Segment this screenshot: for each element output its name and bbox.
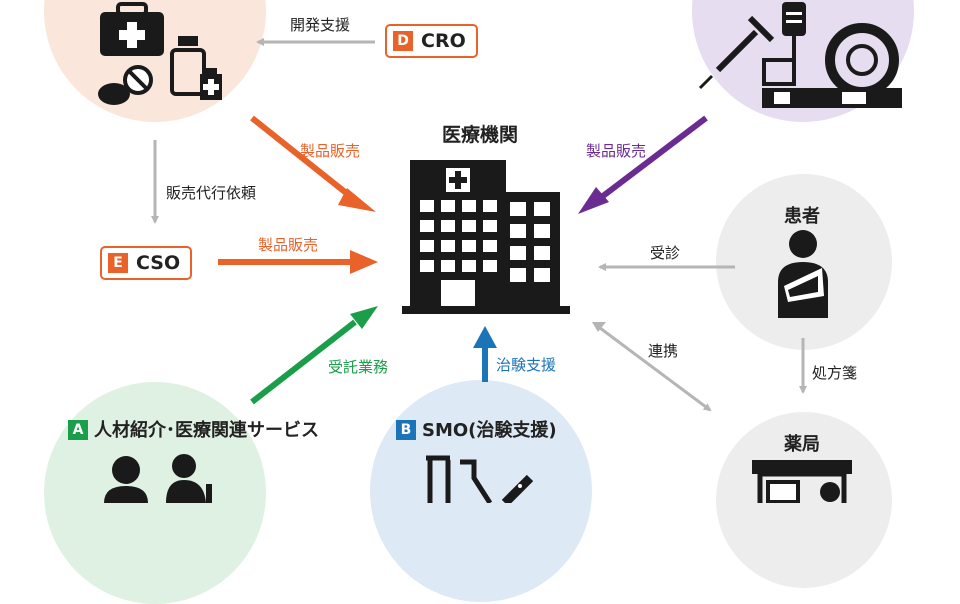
purple-arrow bbox=[578, 115, 708, 214]
blue-arrow bbox=[473, 326, 497, 382]
device-sales-arrowhead bbox=[578, 187, 609, 214]
hospital-building-icon bbox=[402, 160, 570, 314]
cso-sales-arrowhead bbox=[350, 250, 378, 274]
contract-arrowhead bbox=[350, 306, 378, 329]
gray-arrows bbox=[151, 38, 807, 412]
patient-circle bbox=[716, 174, 892, 350]
pharma-sales-label: 製品販売 bbox=[300, 142, 361, 160]
hr-service-title: A 人材紹介･医療関連サービス bbox=[68, 416, 319, 442]
caregiver-icon bbox=[104, 454, 212, 503]
medical-kit-icon bbox=[100, 2, 164, 56]
cro-box: D CRO bbox=[385, 24, 478, 58]
patient-title: 患者 bbox=[784, 206, 820, 227]
cro-label: CRO bbox=[421, 30, 466, 52]
hr-label: 人材紹介･医療関連サービス bbox=[94, 420, 319, 441]
cso-box: E CSO bbox=[100, 246, 193, 280]
cooperate-label: 連携 bbox=[648, 342, 679, 360]
cso-tag: E bbox=[108, 253, 128, 273]
contract-label: 受託業務 bbox=[328, 358, 389, 376]
hospital-title: 医療機関 bbox=[442, 124, 519, 146]
consult-label: 受診 bbox=[650, 244, 681, 262]
orange-arrows bbox=[218, 115, 378, 274]
pharmacy-title: 薬局 bbox=[784, 434, 820, 455]
iv-bag-icon bbox=[782, 2, 806, 66]
diagram-graphics bbox=[98, 2, 902, 503]
pill-icon bbox=[98, 65, 153, 105]
hospital-pharmacy-link-arrow bbox=[599, 326, 712, 412]
cso-sales-label: 製品販売 bbox=[258, 236, 319, 254]
pharmacy-store-icon bbox=[752, 460, 852, 503]
pharma-sales-arrowhead bbox=[338, 188, 376, 212]
smo-label: SMO(治験支援) bbox=[422, 420, 557, 441]
syringe-icon bbox=[698, 15, 775, 90]
trial-arrowhead bbox=[473, 326, 497, 348]
hospital-pharmacy-link-arrowhead-start bbox=[592, 322, 606, 332]
cso-label: CSO bbox=[136, 252, 181, 274]
test-tube-icon bbox=[426, 455, 534, 503]
patient-sling-icon bbox=[778, 230, 828, 318]
dev-support-label: 開発支援 bbox=[290, 16, 351, 34]
prescription-label: 処方箋 bbox=[812, 364, 858, 382]
green-arrow bbox=[250, 306, 378, 405]
cro-tag: D bbox=[393, 31, 413, 51]
trial-support-label: 治験支援 bbox=[496, 356, 557, 374]
smo-title: B SMO(治験支援) bbox=[396, 416, 557, 442]
mri-scanner-icon bbox=[762, 23, 902, 108]
device-sales-label: 製品販売 bbox=[586, 142, 647, 160]
sales-delegate-label: 販売代行依頼 bbox=[166, 184, 257, 202]
smo-tag: B bbox=[396, 420, 416, 440]
medicine-bottle-icon bbox=[170, 36, 222, 100]
hr-tag: A bbox=[68, 420, 88, 440]
